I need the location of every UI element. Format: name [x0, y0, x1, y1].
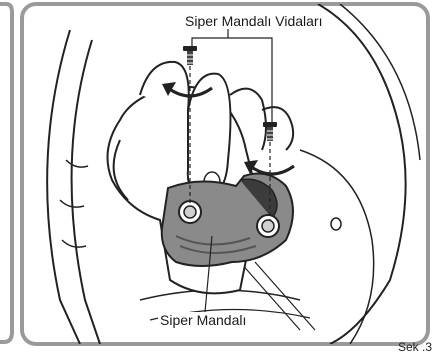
figure-label: Sek .3 — [398, 340, 432, 354]
finger-2 — [188, 74, 231, 196]
left-panel-frame — [0, 4, 12, 342]
latch-callout: Siper Mandalı — [158, 312, 248, 328]
screws-callout: Siper Mandalı Vidaları — [183, 13, 324, 29]
side-hole — [331, 218, 341, 230]
